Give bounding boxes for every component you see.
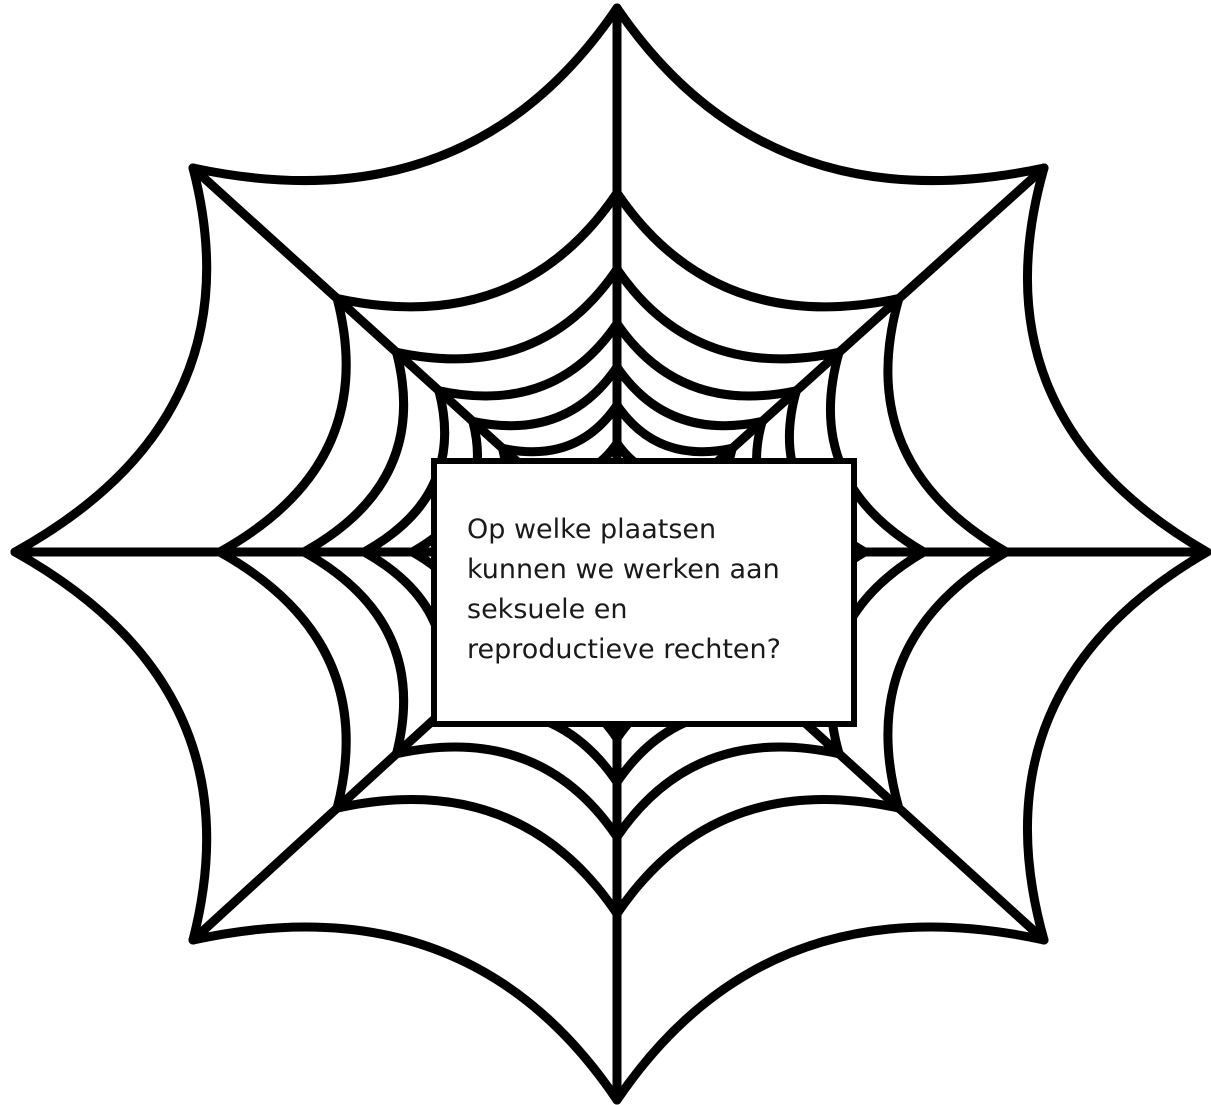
web-thread: [1027, 168, 1207, 552]
web-thread: [617, 800, 899, 914]
web-thread: [617, 927, 1044, 1100]
web-thread: [220, 299, 347, 552]
web-thread: [15, 168, 207, 552]
web-thread: [304, 552, 404, 754]
web-thread: [617, 747, 839, 837]
question-text: Op welke plaatsen kunnen we werken aan s…: [467, 510, 837, 670]
web-thread: [15, 552, 207, 940]
web-thread: [617, 8, 1044, 181]
web-thread: [397, 269, 617, 359]
web-thread: [397, 747, 617, 837]
web-thread: [193, 927, 617, 1100]
web-thread: [617, 269, 839, 359]
web-thread: [304, 352, 404, 552]
web-thread: [888, 552, 1007, 808]
web-thread: [193, 8, 617, 181]
web-thread: [888, 299, 1007, 552]
question-box: Op welke plaatsen kunnen we werken aan s…: [431, 458, 857, 727]
web-thread: [617, 193, 899, 307]
web-thread: [1027, 552, 1207, 940]
web-thread: [220, 552, 347, 808]
web-thread: [337, 800, 617, 914]
web-thread: [337, 193, 617, 307]
